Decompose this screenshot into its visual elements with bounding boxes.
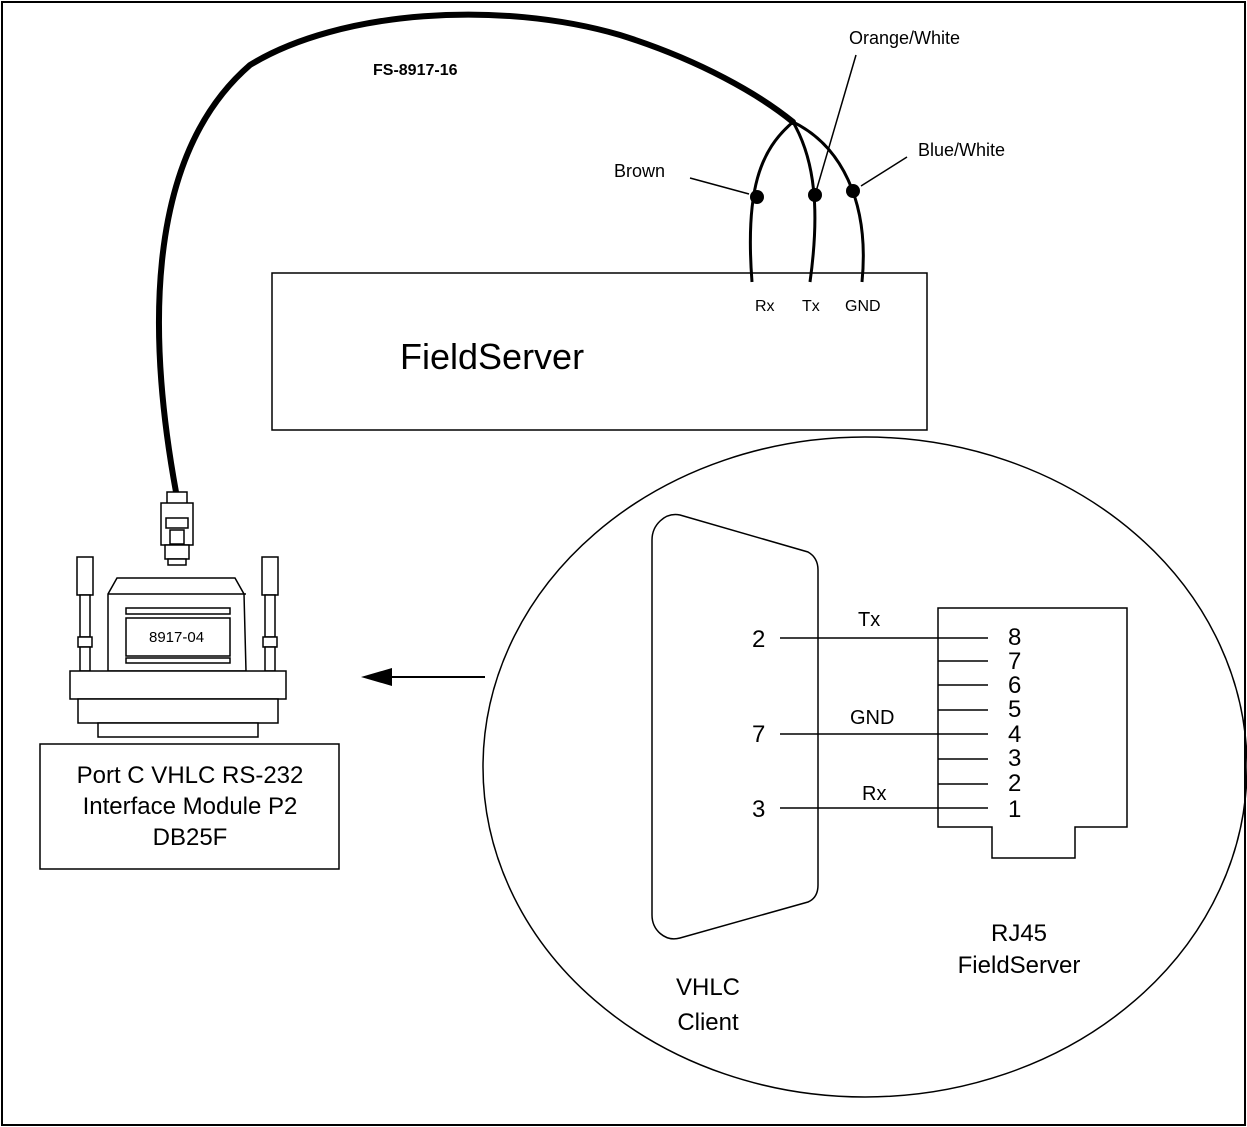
fieldserver-box xyxy=(271,272,928,431)
adapter-caption-line-3: DB25F xyxy=(153,824,228,851)
cable-fs-8917-16 xyxy=(155,11,796,495)
leader-blue-white xyxy=(860,156,908,187)
wire-blue-white-dot xyxy=(846,184,860,198)
vhlc-label-line-1: VHLC xyxy=(676,974,740,1001)
vhlc-db-connector xyxy=(651,513,819,940)
detail-ellipse xyxy=(482,436,1247,1098)
wire-brown-dot xyxy=(750,190,764,204)
leader-brown xyxy=(689,177,750,195)
wire-label-orange-white: Orange/White xyxy=(849,28,960,48)
wire-orange-white xyxy=(791,121,817,283)
fieldserver-pin-tx: Tx xyxy=(802,298,820,315)
rj45-pin-2: 2 xyxy=(1008,770,1021,797)
fieldserver-title: FieldServer xyxy=(400,336,584,377)
db25-adapter xyxy=(69,491,287,738)
rj45-label-line-1: RJ45 xyxy=(991,920,1047,947)
wire-label-brown: Brown xyxy=(614,161,665,181)
adapter-part-label: 8917-04 xyxy=(149,629,204,646)
leader-orange-white xyxy=(814,54,857,196)
adapter-caption-line-2: Interface Module P2 xyxy=(83,793,298,820)
wire-brown xyxy=(748,120,794,283)
rj45-pin-5: 5 xyxy=(1008,696,1021,723)
wire-label-blue-white: Blue/White xyxy=(918,140,1005,160)
db-pin-2: 2 xyxy=(752,626,765,653)
rj45-pin-3: 3 xyxy=(1008,745,1021,772)
detail-arrow-head xyxy=(361,668,392,686)
db-pin-3: 3 xyxy=(752,796,765,823)
rj45-label-line-2: FieldServer xyxy=(958,952,1081,979)
rj45-pin-7: 7 xyxy=(1008,648,1021,675)
signal-label-rx: Rx xyxy=(862,783,886,805)
rj45-pin-8: 8 xyxy=(1008,624,1021,651)
signal-label-gnd: GND xyxy=(850,707,894,729)
rj45-pin-4: 4 xyxy=(1008,721,1021,748)
wire-blue-white xyxy=(792,120,865,283)
cable-label: FS-8917-16 xyxy=(373,62,458,79)
rj45-pin-6: 6 xyxy=(1008,672,1021,699)
rj45-jack xyxy=(937,607,1128,859)
fieldserver-pin-gnd: GND xyxy=(845,298,881,315)
adapter-caption-box xyxy=(39,743,340,870)
db-pin-7: 7 xyxy=(752,721,765,748)
signal-label-tx: Tx xyxy=(858,609,880,631)
rj45-pin-1: 1 xyxy=(1008,796,1021,823)
rj45-pin-lines xyxy=(938,660,988,785)
fieldserver-pin-rx: Rx xyxy=(755,298,775,315)
vhlc-label-line-2: Client xyxy=(677,1009,739,1036)
adapter-caption-line-1: Port C VHLC RS-232 xyxy=(77,762,304,789)
